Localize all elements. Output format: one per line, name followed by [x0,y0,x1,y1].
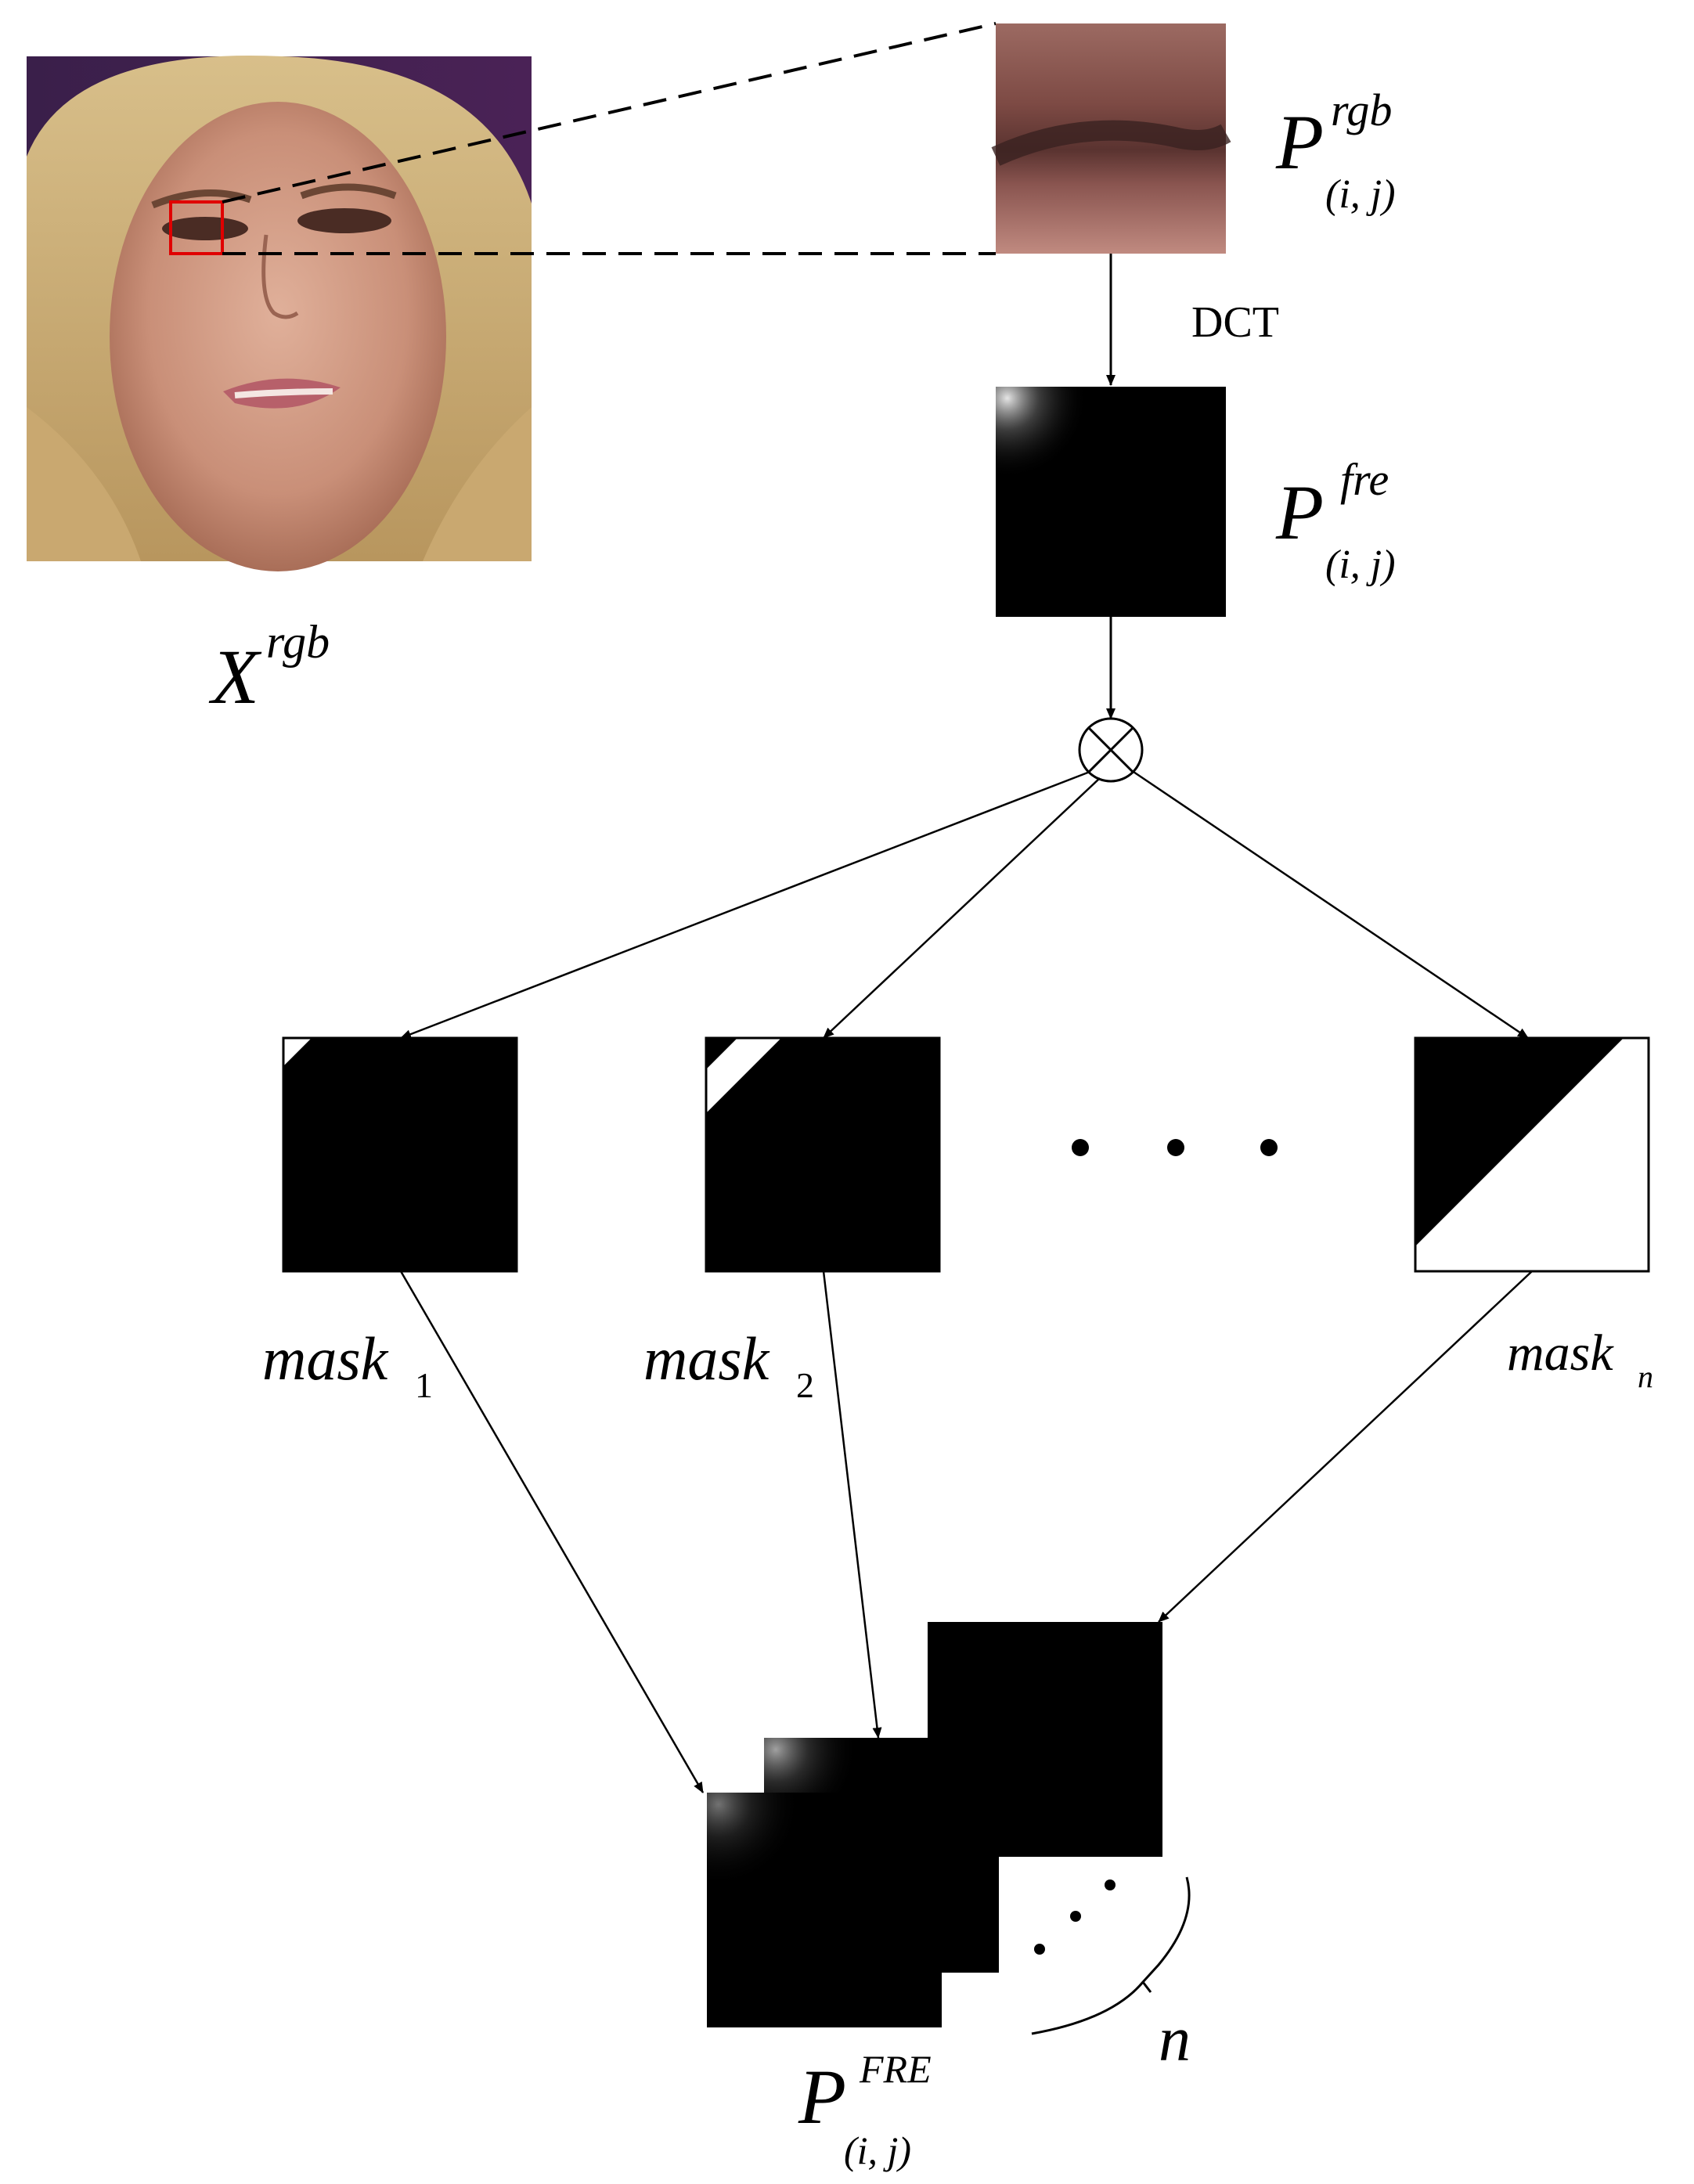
patch-highlight-box [169,200,224,255]
mask1-to-output-arrow [399,1270,705,1793]
svg-text:P: P [1275,469,1324,556]
svg-text:n: n [1638,1359,1653,1394]
label-x-rgb: X rgb [208,616,330,720]
mask-1 [282,1036,518,1273]
n-brace [1031,1876,1191,2035]
svg-text:fre: fre [1340,454,1389,505]
svg-text:mask: mask [643,1324,770,1393]
label-dct: DCT [1191,298,1279,347]
label-p-rgb: P rgb (i, j) [1275,85,1396,217]
mask-2 [705,1036,941,1273]
multiply-to-mask1-arrow [400,770,1090,1040]
output-block-1-energy [707,1793,942,2027]
svg-text:X: X [208,633,262,720]
svg-text:1: 1 [415,1365,433,1405]
svg-text:rgb: rgb [1331,85,1392,135]
svg-text:rgb: rgb [266,616,330,668]
stack-ellipsis [1034,1879,1116,1955]
output-stack [707,1622,1162,2027]
circle-times-icon [1078,717,1144,783]
svg-text:2: 2 [796,1365,814,1405]
mask2-to-output-arrow [822,1270,882,1739]
label-mask-2: mask 2 [643,1324,814,1405]
mask-ellipsis [1072,1139,1278,1156]
rgb-patch-eyelid [991,120,1231,166]
svg-text:P: P [798,2053,846,2140]
multiply-to-maskn-arrow [1133,770,1529,1040]
multiply-to-mask2-arrow [823,777,1101,1039]
maskn-to-output-arrow [1158,1270,1533,1623]
face-image [27,56,532,571]
label-p-fre: P fre (i, j) [1275,454,1396,587]
svg-text:FRE: FRE [859,2047,932,2091]
svg-text:(i, j): (i, j) [844,2128,911,2172]
frequency-patch-energy [996,387,1226,617]
label-p-FRE: P FRE (i, j) [798,2047,932,2172]
label-mask-n: mask n [1507,1324,1653,1394]
svg-text:mask: mask [262,1324,389,1393]
svg-text:P: P [1275,99,1324,186]
mask-n [1414,1036,1650,1273]
svg-text:(i, j): (i, j) [1325,542,1396,587]
label-mask-1: mask 1 [262,1324,433,1405]
zoom-line-top [222,22,997,204]
label-n: n [1159,2003,1191,2074]
svg-text:(i, j): (i, j) [1325,172,1396,217]
svg-text:mask: mask [1507,1324,1614,1382]
